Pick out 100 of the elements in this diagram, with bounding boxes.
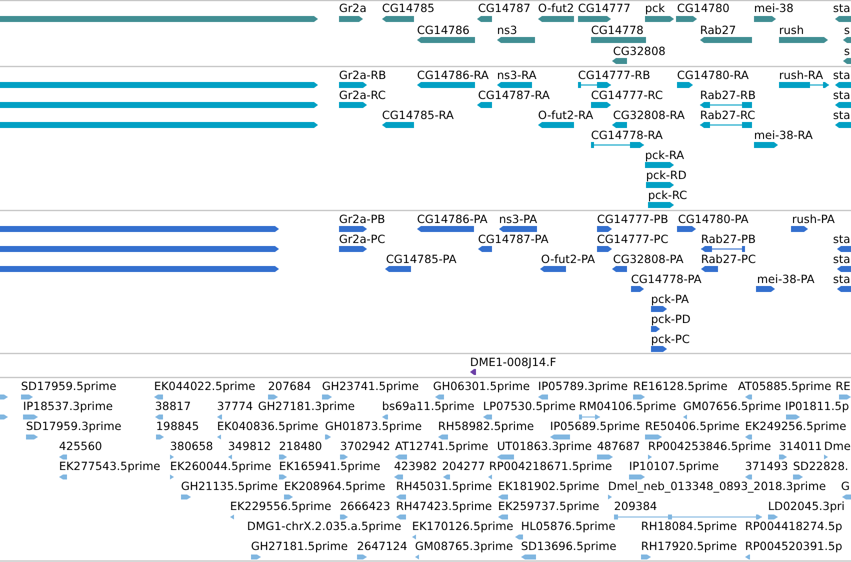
feature-label: 207684 xyxy=(268,380,312,392)
feature-label: 349812 xyxy=(228,440,272,452)
feature-label: ns3 xyxy=(497,24,518,36)
feature-label: 314011 xyxy=(779,440,822,452)
feature-label: EK277543.5prime xyxy=(59,460,160,472)
feature-label: 209384 xyxy=(614,500,658,512)
feature-label: SD17959.5prime xyxy=(21,380,116,392)
feature-label: CG14778 xyxy=(591,24,644,36)
feature-label: DMG1-chrX.2.035.a.5prime xyxy=(247,520,402,532)
feature-label: pck-PD xyxy=(651,312,691,326)
feature-label: GH01873.5prime xyxy=(325,420,422,432)
feature-label: 204277 xyxy=(442,460,486,472)
feature-label: sta xyxy=(833,232,850,246)
feature-label: CG14778-PA xyxy=(631,272,702,286)
feature-label: SD22828. xyxy=(793,460,848,472)
feature-label: UT01863.3prime xyxy=(497,440,592,452)
feature-label: RM04106.5prime xyxy=(579,400,676,412)
feature-label: 425560 xyxy=(59,440,102,452)
feature-label: RP004520391.5p xyxy=(745,540,842,552)
feature-label: sta xyxy=(833,88,850,102)
feature-label: CG14777-RC xyxy=(591,88,663,102)
feature-label: GH27181.5prime xyxy=(251,540,348,552)
feature-label: CG32808 xyxy=(613,44,666,58)
feature-label: mei-38-PA xyxy=(757,272,814,286)
feature-label: GM08765.3prime xyxy=(415,540,514,552)
feature-label: Rab27-RC xyxy=(700,108,756,122)
feature-label: CG14780 xyxy=(677,2,730,14)
feature-label: RH18084.5prime xyxy=(641,520,737,532)
feature-label: AT05885.5prime xyxy=(738,380,832,392)
feature-label: DME1-008J14.F xyxy=(470,356,556,368)
feature-label: sta xyxy=(833,108,850,122)
feature-label: CG14778-RA xyxy=(591,128,663,142)
feature-label: EK208964.5prime xyxy=(284,480,386,492)
feature-label: EK249256.5prime xyxy=(745,420,846,432)
feature-label: mei-38 xyxy=(754,2,794,14)
feature-label: RP004218671.5prime xyxy=(489,460,612,472)
feature-label: 198845 xyxy=(156,420,200,432)
feature-label: CG32808-RA xyxy=(613,108,685,122)
feature-label: SD13696.5prime xyxy=(521,540,616,552)
feature-label: sta xyxy=(833,68,850,82)
feature-label: sta xyxy=(833,2,850,14)
feature-label: Gr2a-PB xyxy=(339,212,386,226)
feature-label: pck-RC xyxy=(648,188,688,202)
feature-label: LP07530.5prime xyxy=(483,400,576,412)
feature-label: GH06301.5prime xyxy=(433,380,530,392)
feature-label: EK260044.5prime xyxy=(170,460,272,472)
feature-label: 38817 xyxy=(155,400,191,412)
feature-label: ns3-RA xyxy=(497,68,536,82)
feature-label: 37774 xyxy=(217,400,253,412)
feature-label: GH27181.3prime xyxy=(258,400,355,412)
feature-label: CG14780-PA xyxy=(678,212,748,226)
feature-label: pck-RA xyxy=(645,148,684,162)
feature-label: CG14787-RA xyxy=(478,88,550,102)
feature-label: GH21135.5prime xyxy=(181,480,278,492)
feature-label: 3702942 xyxy=(340,440,390,452)
feature-label: CG14777-RB xyxy=(578,68,650,82)
feature-label: pck-PA xyxy=(651,292,689,306)
feature-label: RE xyxy=(836,380,850,392)
feature-label: pck-PC xyxy=(651,332,690,346)
feature-label: GH23741.5prime xyxy=(322,380,419,392)
feature-label: RH58982.5prime xyxy=(438,420,534,432)
feature-label: sta xyxy=(833,272,850,286)
feature-label: s xyxy=(844,44,850,58)
feature-label: O-fut2 xyxy=(538,2,574,14)
feature-label: IP10107.5prime xyxy=(629,460,719,472)
feature-label: IP05789.3prime xyxy=(538,380,628,392)
feature-label: RH17920.5prime xyxy=(641,540,737,552)
feature-label: RP004253846.5prime xyxy=(648,440,772,452)
feature-label: G xyxy=(841,480,850,492)
feature-label: Rab27-RB xyxy=(700,88,756,102)
feature-label: CG14785-PA xyxy=(386,252,456,266)
feature-label: Gr2a-PC xyxy=(339,232,386,246)
feature-label: CG14786 xyxy=(417,24,470,36)
feature-label: LD02045.3pri xyxy=(768,500,845,512)
feature-label: SD17959.3prime xyxy=(26,420,122,432)
feature-label: IP18537.3prime xyxy=(23,400,113,412)
feature-label: RP004418274.5p xyxy=(745,520,842,532)
feature-label: Rab27-PB xyxy=(701,232,756,246)
feature-label: RH47423.5prime xyxy=(396,500,492,512)
feature-label: Gr2a xyxy=(339,2,367,14)
feature-label: 487687 xyxy=(597,440,640,452)
feature-label: Rab27-PC xyxy=(701,252,756,266)
feature-label: 380658 xyxy=(170,440,214,452)
feature-label: pck-RD xyxy=(646,168,687,182)
feature-label: CG14785-RA xyxy=(382,108,454,122)
feature-label: Dmel_neb_013348_0893_2018.3prime xyxy=(608,480,826,492)
feature-label: ns3-PA xyxy=(499,212,538,226)
feature-label: CG14777-PC xyxy=(597,232,668,246)
feature-label: AT12741.5prime xyxy=(395,440,488,452)
feature-label: 371493 xyxy=(745,460,788,472)
feature-label: CG14785 xyxy=(382,2,435,14)
feature-label: EK044022.5prime xyxy=(154,380,256,392)
feature-label: sta xyxy=(833,252,850,266)
feature-label: Gr2a-RB xyxy=(339,68,386,82)
feature-label: RH45031.5prime xyxy=(396,480,492,492)
feature-label: Gr2a-RC xyxy=(339,88,386,102)
feature-label: 2666423 xyxy=(340,500,390,512)
feature-label: CG14787 xyxy=(478,2,531,14)
feature-label: HL05876.5prime xyxy=(521,520,616,532)
feature-label: EK259737.5prime xyxy=(498,500,600,512)
